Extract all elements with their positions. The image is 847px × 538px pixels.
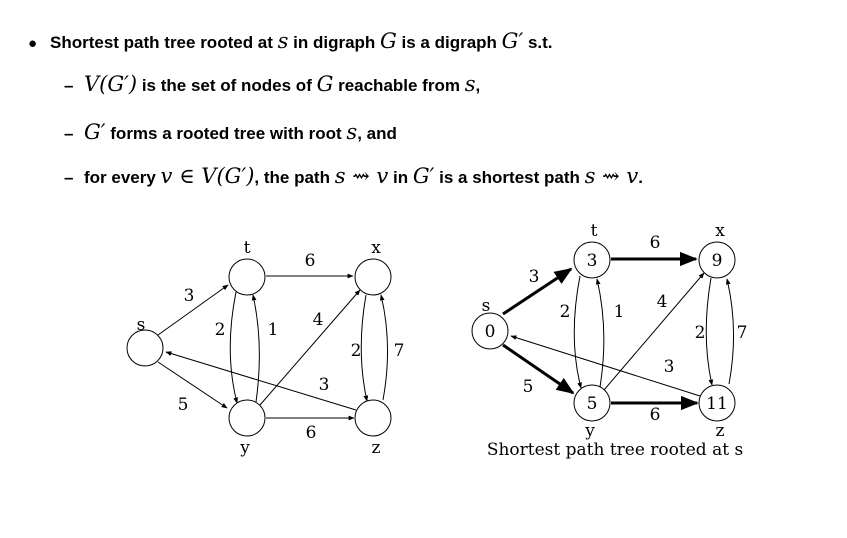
right-weight-zx: 7 (737, 323, 748, 343)
right-weight-xz: 2 (695, 323, 706, 343)
left-weight-ty: 2 (215, 320, 226, 340)
right-weight-yx: 4 (657, 292, 668, 312)
right-edge-yt (595, 278, 605, 388)
sub-dash: – (64, 76, 74, 95)
left-weight-st: 3 (184, 286, 195, 306)
left-edge-yx (259, 289, 361, 406)
right-edge-zs (510, 335, 701, 397)
left-label-z: z (372, 438, 381, 458)
right-node-s (471, 312, 509, 350)
left-weight-zs: 3 (319, 375, 330, 395)
right-graph: 0 3 9 5 11 s t x y z 3 5 2 1 6 4 6 3 2 7 (471, 221, 748, 441)
right-dist-x: 9 (712, 251, 723, 271)
right-weight-zs: 3 (664, 357, 675, 377)
left-label-y: y (239, 438, 250, 458)
left-edge-zx (379, 294, 389, 401)
sub-bullet-2: –G′ forms a rooted tree with root s, and (64, 109, 838, 157)
left-weight-yz: 6 (306, 423, 317, 443)
right-graph-caption: Shortest path tree rooted at s (486, 440, 744, 460)
left-edge-st (157, 284, 229, 336)
main-bullet: ●Shortest path tree rooted at s in digra… (28, 24, 838, 61)
sub-bullet-1: –V(G′) is the set of nodes of G reachabl… (64, 61, 838, 109)
right-label-x: x (715, 221, 725, 241)
left-node-t (228, 258, 266, 296)
left-edge-ty (229, 291, 238, 404)
right-node-x (698, 241, 736, 279)
right-node-t (573, 241, 611, 279)
right-label-y: y (584, 421, 595, 441)
left-node-x (354, 258, 392, 296)
left-label-x: x (371, 238, 381, 258)
left-label-t: t (244, 238, 251, 258)
left-graph: s t x y z 3 5 2 1 6 4 6 3 2 7 (126, 238, 405, 458)
right-weight-yz: 6 (650, 405, 661, 425)
right-edge-zx (725, 278, 735, 385)
right-weight-tx: 6 (650, 233, 661, 253)
left-edge-yt (251, 294, 260, 403)
sub-dash: – (64, 124, 74, 143)
right-dist-s: 0 (485, 322, 496, 342)
right-dist-t: 3 (587, 251, 598, 271)
left-weight-sy: 5 (178, 395, 189, 415)
right-label-z: z (716, 421, 725, 441)
right-node-z (698, 384, 736, 422)
math-G: G (380, 29, 397, 53)
left-node-y (228, 399, 266, 437)
right-weight-ty: 2 (560, 302, 571, 322)
bullet-dot: ● (28, 35, 38, 52)
left-weight-zx: 7 (394, 341, 405, 361)
left-edge-xz (360, 294, 369, 402)
math-s: s (277, 29, 289, 53)
left-edge-zs (165, 351, 357, 411)
left-node-z (354, 399, 392, 437)
left-edge-sy (157, 361, 228, 409)
left-label-s: s (137, 315, 146, 335)
right-weight-st: 3 (529, 267, 540, 287)
math-Gprime: G′ (501, 29, 524, 53)
sub-dash: – (64, 168, 74, 187)
right-edge-st (502, 267, 573, 316)
right-edge-xz (705, 277, 714, 386)
right-edge-ty (573, 275, 582, 389)
left-node-s (126, 329, 164, 367)
right-dist-y: 5 (587, 394, 598, 414)
right-node-y (573, 384, 611, 422)
right-weight-yt: 1 (614, 302, 625, 322)
math-VGprime: V(G′) (84, 72, 138, 96)
right-label-t: t (591, 221, 598, 241)
right-label-s: s (482, 296, 491, 316)
left-weight-xz: 2 (351, 341, 362, 361)
right-weight-sy: 5 (523, 377, 534, 397)
sub-bullet-3: –for every v ∈ V(G′), the path s ⇝ v in … (64, 153, 838, 201)
bullet-list: ●Shortest path tree rooted at s in digra… (28, 24, 838, 201)
right-dist-z: 11 (706, 394, 728, 414)
right-edge-yx (603, 272, 705, 391)
left-weight-tx: 6 (305, 251, 316, 271)
left-weight-yt: 1 (268, 320, 279, 340)
left-weight-yx: 4 (313, 310, 324, 330)
right-edge-sy (502, 343, 575, 395)
